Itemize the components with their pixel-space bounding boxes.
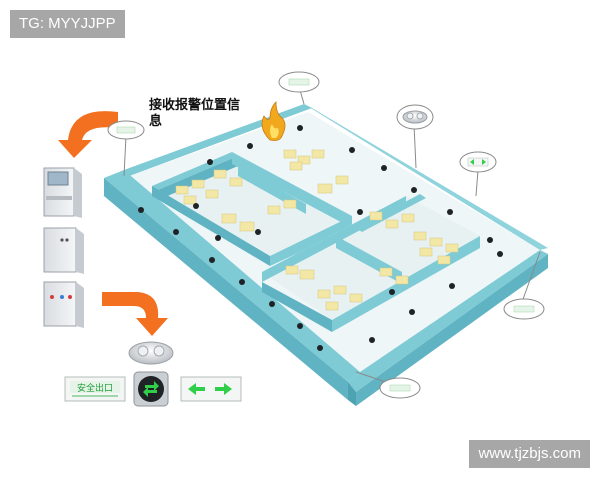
orange-curved-arrow-icon bbox=[102, 292, 168, 336]
cabinet-icon bbox=[43, 281, 84, 328]
watermark-bottom-right: www.tjzbjs.com bbox=[469, 440, 590, 468]
callout-exit-arrow-sign bbox=[459, 151, 497, 173]
callout-exit-sign bbox=[107, 120, 145, 140]
fire-icon bbox=[261, 101, 286, 141]
emergency-light-icon bbox=[128, 341, 174, 365]
callout-emergency-light bbox=[396, 104, 434, 130]
control-panel-icon bbox=[43, 167, 82, 218]
callout-exit-sign bbox=[278, 71, 320, 93]
watermark-top-left: TG: MYYJJPP bbox=[10, 10, 125, 38]
callout-exit-sign bbox=[503, 298, 545, 320]
exit-arrow-sign-icon bbox=[180, 376, 242, 402]
exit-sign-icon: 安全出口 bbox=[64, 376, 126, 402]
callout-lines bbox=[123, 89, 541, 383]
floor-plan bbox=[104, 104, 548, 406]
round-exit-indicator-icon bbox=[133, 371, 169, 407]
alarm-label: 接收报警位置信息 bbox=[149, 98, 241, 129]
callout-exit-sign bbox=[379, 377, 421, 399]
cabinet-icon bbox=[43, 227, 84, 274]
orange-curved-arrow-icon bbox=[58, 111, 118, 158]
exit-sign-label: 安全出口 bbox=[77, 382, 113, 394]
